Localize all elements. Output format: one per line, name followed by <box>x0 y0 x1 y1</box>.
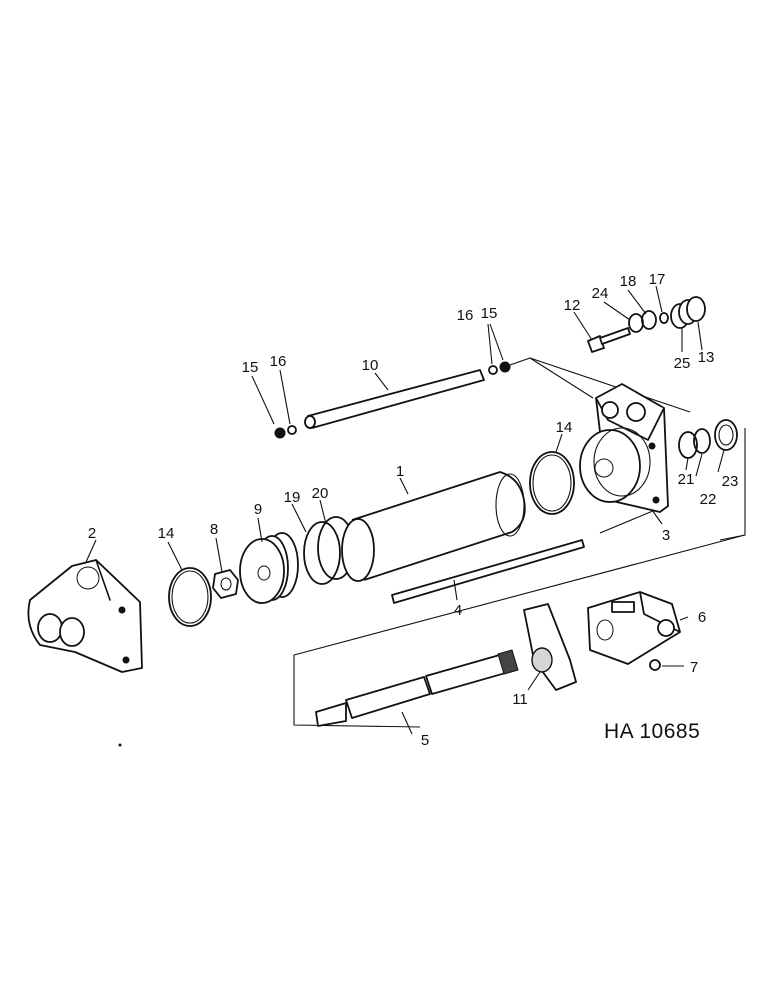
callout-12: 12 <box>564 297 581 314</box>
reference-code: HA 10685 <box>604 720 700 743</box>
part-9-piston <box>239 532 299 604</box>
part-14-o-ring-right-inner <box>532 454 572 512</box>
part-16-seal-right <box>488 365 498 375</box>
callout-16-right: 16 <box>457 307 474 324</box>
part-3-cylinder-head <box>579 383 669 513</box>
callout-7: 7 <box>690 659 698 676</box>
part-24-ring <box>628 313 644 333</box>
part-2-rear-bracket <box>27 559 143 673</box>
callout-18: 18 <box>620 273 637 290</box>
callout-24: 24 <box>592 285 609 302</box>
callout-4: 4 <box>454 602 462 619</box>
callout-14-left: 14 <box>158 525 175 542</box>
part-15-seal-left <box>274 427 286 439</box>
callout-15-right: 15 <box>481 305 498 322</box>
part-14-o-ring-left <box>168 567 212 627</box>
part-17-ring <box>659 312 669 324</box>
assembly-lines <box>293 357 746 728</box>
part-19-ring <box>303 521 341 585</box>
part-7-fitting <box>649 659 661 671</box>
callout-3: 3 <box>662 527 670 544</box>
callout-16-left: 16 <box>270 353 287 370</box>
part-10-tube <box>304 369 485 429</box>
callout-10: 10 <box>362 357 379 374</box>
callout-19: 19 <box>284 489 301 506</box>
part-1-cylinder-barrel <box>341 471 526 582</box>
callout-22: 22 <box>700 491 717 508</box>
part-14-o-ring-right <box>529 451 575 515</box>
part-14-o-ring-left-inner <box>171 570 209 624</box>
callout-13: 13 <box>698 349 715 366</box>
callout-20: 20 <box>312 485 329 502</box>
part-18-ring <box>641 310 657 330</box>
part-16-seal-left <box>287 425 297 435</box>
callout-15-left: 15 <box>242 359 259 376</box>
callout-labels: 2 14 8 9 19 20 1 10 15 16 16 15 14 4 3 2… <box>88 271 739 749</box>
part-13-fitting <box>670 296 706 329</box>
callout-6: 6 <box>698 609 706 626</box>
callout-5: 5 <box>421 732 429 749</box>
part-22-ring <box>693 428 711 454</box>
callout-25: 25 <box>674 355 691 372</box>
callout-1: 1 <box>396 463 404 480</box>
part-8-nut <box>212 569 239 599</box>
callout-11: 11 <box>512 691 528 708</box>
callout-14-right: 14 <box>556 419 573 436</box>
callout-9: 9 <box>254 501 262 518</box>
callout-leaders <box>85 285 725 735</box>
callout-17: 17 <box>649 271 666 288</box>
callout-21: 21 <box>678 471 695 488</box>
part-4-rod <box>391 539 585 604</box>
callout-2: 2 <box>88 525 96 542</box>
callout-8: 8 <box>210 521 218 538</box>
part-23-ring <box>714 419 738 451</box>
callout-23: 23 <box>722 473 739 490</box>
part-15-seal-right <box>499 361 511 373</box>
part-6-clevis <box>587 591 681 665</box>
part-12-screw <box>587 327 631 353</box>
part-11-stop <box>523 603 577 691</box>
part-5-piston-rod <box>315 649 519 727</box>
